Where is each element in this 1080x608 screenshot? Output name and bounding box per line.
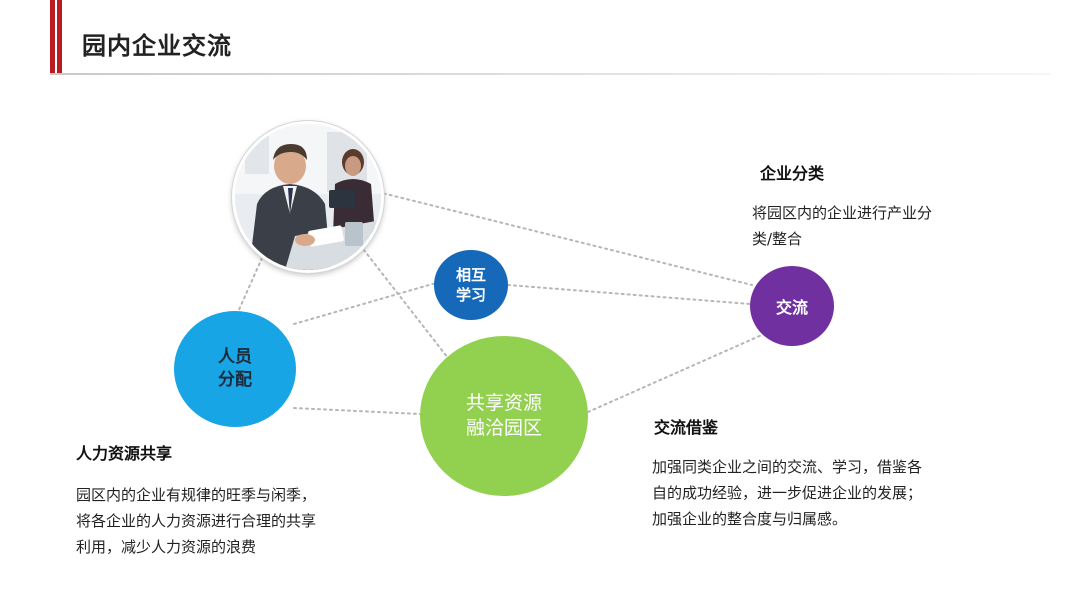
link-photo-staff bbox=[237, 257, 263, 313]
header-divider bbox=[50, 73, 1050, 75]
shared-resources-bubble: 共享资源 融洽园区 bbox=[420, 336, 588, 496]
link-photo-share bbox=[359, 244, 449, 359]
exchange-reference-text: 加强同类企业之间的交流、学习，借鉴各 自的成功经验，进一步促进企业的发展； 加强… bbox=[652, 458, 923, 528]
category-text: 将园区内的企业进行产业分 类/整合 bbox=[752, 204, 933, 248]
business-people-photo bbox=[232, 121, 384, 273]
exchange-reference-heading: 交流借鉴 bbox=[654, 418, 719, 437]
link-staff-share bbox=[293, 407, 421, 415]
business-people-illustration bbox=[235, 124, 381, 270]
page-title: 园内企业交流 bbox=[82, 32, 232, 60]
hr-sharing-text: 园区内的企业有规律的旺季与闲季， 将各企业的人力资源进行合理的共享 利用，减少人… bbox=[76, 486, 317, 556]
staff-allocation-bubble: 人员 分配 bbox=[174, 311, 296, 427]
link-staff-study bbox=[293, 282, 437, 325]
link-share-exchange bbox=[587, 333, 765, 413]
link-photo-exchange bbox=[377, 191, 753, 286]
exchange-bubble: 交流 bbox=[750, 266, 834, 346]
link-study-exchange bbox=[507, 284, 751, 305]
category-heading: 企业分类 bbox=[760, 164, 825, 183]
hr-sharing-heading: 人力资源共享 bbox=[76, 444, 173, 463]
mutual-learning-bubble: 相互 学习 bbox=[434, 250, 508, 320]
header-accent-bar bbox=[50, 0, 62, 74]
